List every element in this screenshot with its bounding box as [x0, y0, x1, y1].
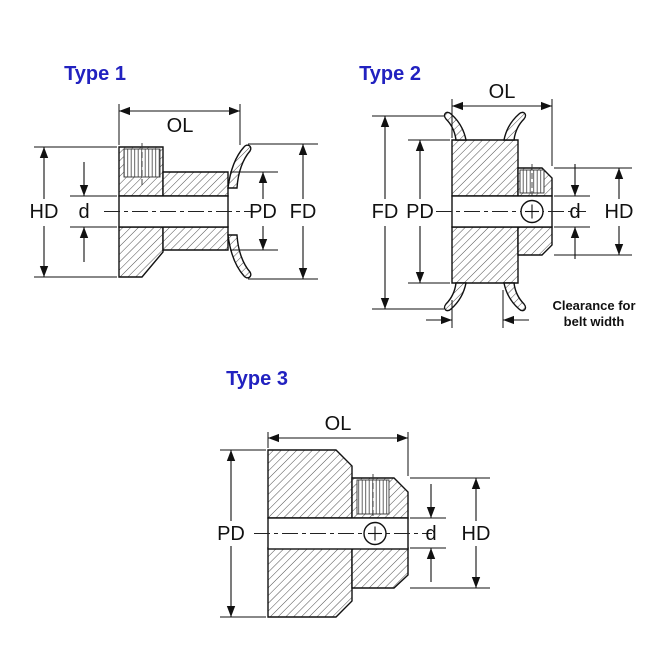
- type2-pd-label: PD: [406, 201, 434, 223]
- type1-dim-ol: OL: [118, 104, 241, 145]
- type2-flange-top-right: [503, 111, 527, 141]
- figure-type1: Type 1 OL HD: [30, 63, 318, 280]
- type3-hd-label: HD: [462, 523, 491, 545]
- type3-dim-d: d: [410, 484, 446, 582]
- type2-ol-label: OL: [489, 81, 516, 103]
- type1-pd-label: PD: [249, 201, 277, 223]
- type2-hd-label: HD: [605, 201, 634, 223]
- figure-type2: Type 2 OL: [359, 63, 635, 329]
- type2-fd-label: FD: [372, 201, 399, 223]
- type3-hub-lower: [351, 547, 409, 589]
- type2-hub-lower: [517, 226, 553, 256]
- figure-type3: Type 3 OL PD: [217, 368, 491, 618]
- type1-dim-hd: HD: [30, 146, 117, 278]
- type3-pulley-section: [254, 449, 432, 618]
- type1-dim-fd: FD: [248, 143, 318, 280]
- type1-ol-label: OL: [167, 115, 194, 137]
- type2-body-upper: [451, 139, 519, 197]
- type1-pulley-section: [104, 143, 256, 279]
- type3-dim-hd: HD: [410, 477, 491, 589]
- type2-dim-fd: FD: [372, 115, 444, 310]
- type1-d-label: d: [78, 201, 89, 223]
- type2-flange-bottom-right: [503, 282, 527, 312]
- type3-ol-label: OL: [325, 413, 352, 435]
- type2-flange-top-left: [443, 111, 467, 141]
- type2-d-label: d: [569, 201, 580, 223]
- type3-pd-label: PD: [217, 523, 245, 545]
- type2-clearance-label-line1: Clearance for: [552, 298, 635, 313]
- type2-dim-pd: PD: [406, 139, 450, 284]
- type2-pulley-section: [436, 111, 586, 312]
- type1-title: Type 1: [64, 63, 126, 85]
- type2-flange-bottom-left: [443, 282, 467, 312]
- type1-hub-lower: [118, 226, 164, 278]
- type1-flange-upper: [227, 144, 252, 189]
- type2-dim-hd: HD: [554, 167, 634, 256]
- type2-clearance-label-line2: belt width: [564, 314, 625, 329]
- type3-d-label: d: [425, 523, 436, 545]
- type1-hd-label: HD: [30, 201, 59, 223]
- type3-body-upper: [267, 449, 353, 519]
- type2-body-lower: [451, 226, 519, 284]
- type2-clearance-note: Clearance for belt width: [426, 290, 636, 329]
- type1-dim-pd: PD: [230, 171, 278, 251]
- type2-dim-d: d: [554, 164, 590, 259]
- type3-body-lower: [267, 547, 353, 618]
- type3-title: Type 3: [226, 368, 288, 390]
- type3-dim-ol: OL: [267, 413, 409, 476]
- type1-flange-lower: [227, 234, 252, 279]
- type3-dim-pd: PD: [217, 449, 266, 618]
- type2-title: Type 2: [359, 63, 421, 85]
- type1-dim-d: d: [70, 162, 117, 262]
- type1-body-upper: [162, 171, 229, 197]
- type1-fd-label: FD: [290, 201, 317, 223]
- type1-body-lower: [162, 226, 229, 251]
- type2-dim-ol: OL: [451, 81, 553, 166]
